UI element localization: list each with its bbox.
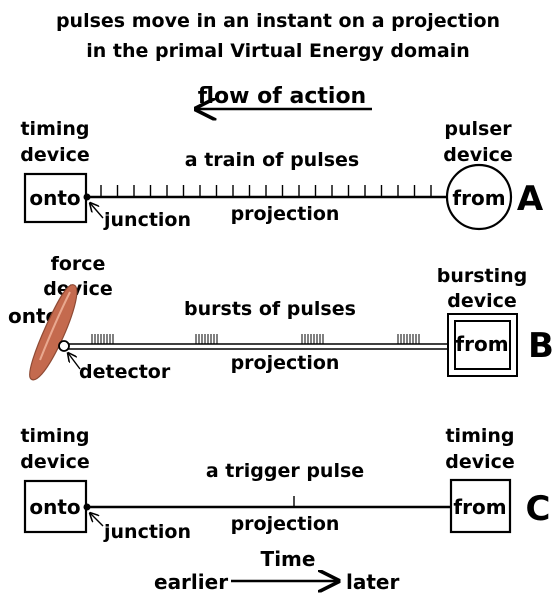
panel-c-left-label-2: device xyxy=(20,451,90,473)
panel-b-top-label: bursts of pulses xyxy=(184,298,356,320)
panel-a-from-label: from xyxy=(452,186,505,210)
panel-c-timing-device-box-left xyxy=(23,479,88,534)
panel-b-right-label-1: bursting xyxy=(437,265,528,287)
panel-c-top-label: a trigger pulse xyxy=(206,460,364,482)
time-earlier-label: earlier xyxy=(154,570,228,594)
panel-c-from-label: from xyxy=(453,495,506,519)
panel-a-projection-label: projection xyxy=(231,203,340,225)
panel-c-timing-device-box-right xyxy=(449,478,512,534)
panel-b-letter: B xyxy=(528,326,554,366)
panel-b: force device onto bursting device bursts… xyxy=(8,253,554,383)
panel-b-left-label-2: device xyxy=(43,278,113,300)
panel-a-left-label-1: timing xyxy=(20,118,89,140)
panel-c-projection-label: projection xyxy=(231,513,340,535)
panel-b-left-label-1: force xyxy=(51,253,106,275)
panel-c-left-label-1: timing xyxy=(20,425,89,447)
panel-a-left-label-2: device xyxy=(20,144,90,166)
panel-a-junction-label: junction xyxy=(103,209,191,231)
panel-b-bursting-device-box-inner xyxy=(454,320,511,370)
panel-c-letter: C xyxy=(526,489,551,529)
panel-b-pulse-bursts xyxy=(91,334,420,344)
force-device-shape xyxy=(29,284,78,381)
title-line-1: pulses move in an instant on a projectio… xyxy=(56,10,500,32)
panel-a-letter: A xyxy=(517,179,544,219)
panel-c-junction-pointer xyxy=(90,513,104,527)
detector-pointer xyxy=(68,353,81,370)
detector-icon xyxy=(58,340,70,352)
panel-c-right-label-2: device xyxy=(445,451,515,473)
panel-a-timing-device-box xyxy=(23,172,88,224)
panel-c-right-label-1: timing xyxy=(445,425,514,447)
panel-a-pulser-device-circle xyxy=(445,163,513,231)
panel-b-detector-label: detector xyxy=(79,361,171,383)
time-later-label: later xyxy=(346,570,399,594)
time-axis: earlier Time later xyxy=(154,547,399,594)
panel-b-from-label: from xyxy=(455,332,508,356)
panel-a-junction-dot xyxy=(83,193,91,201)
panel-a-right-label-1: pulser xyxy=(444,118,512,140)
panel-b-projection-label: projection xyxy=(231,352,340,374)
time-label: Time xyxy=(261,547,316,571)
panel-a-pulse-train xyxy=(100,185,432,197)
flow-of-action-label: flow of action xyxy=(198,84,366,109)
panel-a-onto-label: onto xyxy=(29,186,80,210)
panel-a-right-label-2: device xyxy=(443,144,513,166)
panel-a-junction-pointer xyxy=(90,203,104,219)
title-line-2: in the primal Virtual Energy domain xyxy=(86,40,469,62)
panel-c-junction-dot xyxy=(83,503,91,511)
panel-a: timing device pulser device a train of p… xyxy=(20,118,544,231)
panel-c-onto-label: onto xyxy=(29,495,80,519)
panel-c: timing device timing device a trigger pu… xyxy=(20,425,550,543)
panel-b-right-label-2: device xyxy=(447,290,517,312)
panel-a-top-label: a train of pulses xyxy=(185,149,359,171)
panel-c-junction-label: junction xyxy=(103,521,191,543)
